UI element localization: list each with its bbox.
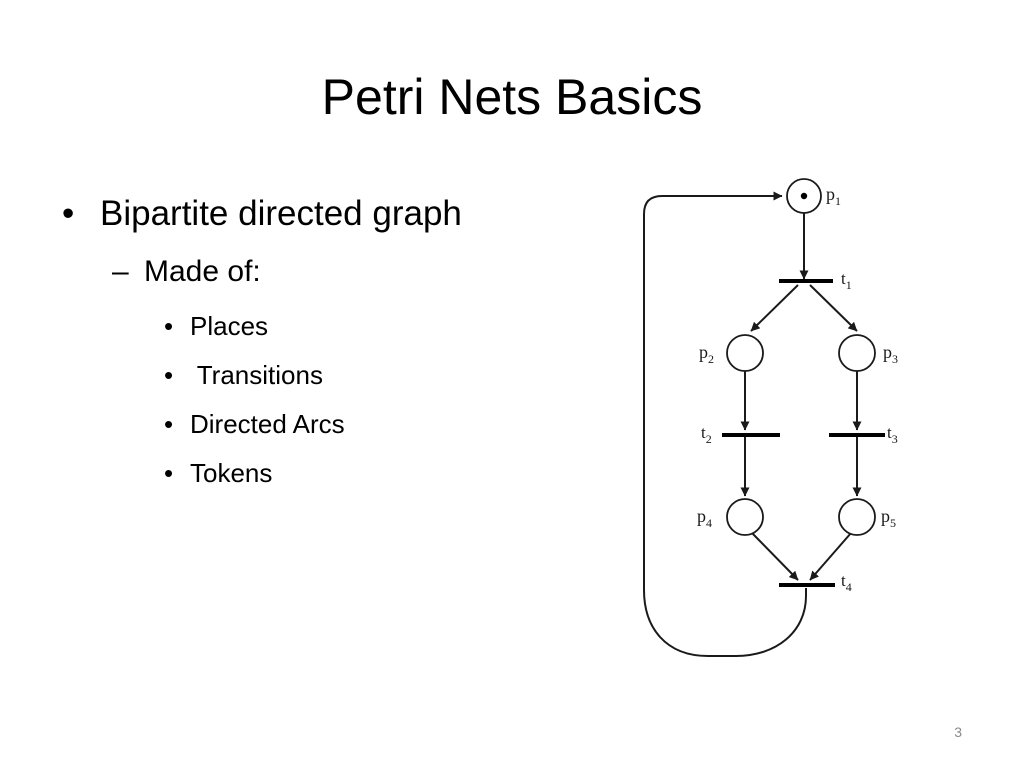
- place-label-p4: p4: [697, 506, 712, 530]
- arc-t1-p2: [750, 284, 799, 332]
- bullet-list: • Bipartite directed graph – Made of: • …: [62, 190, 582, 498]
- list-item: • Places: [164, 302, 582, 351]
- transition-t2: [722, 433, 780, 437]
- place-label-p5: p5: [881, 506, 896, 530]
- bullet-dot-icon: •: [62, 194, 75, 233]
- bullet-dot-icon: •: [164, 409, 174, 439]
- bullet-sub-text: Made of:: [144, 255, 261, 288]
- bullet-main: • Bipartite directed graph: [62, 190, 582, 238]
- bullet-dot-icon: •: [164, 360, 174, 390]
- place-p5: [838, 498, 876, 536]
- token: [800, 192, 808, 200]
- component-list: • Places • Transitions • Directed Arcs •…: [62, 302, 582, 498]
- place-p4: [726, 498, 764, 536]
- list-item: • Tokens: [164, 449, 582, 498]
- slide-title: Petri Nets Basics: [321, 69, 703, 125]
- list-item-text: Directed Arcs: [190, 409, 345, 439]
- bullet-dot-icon: •: [164, 311, 174, 341]
- arc-t4-p1: [643, 191, 807, 657]
- place-label-p3: p3: [883, 342, 898, 366]
- transition-t3: [829, 433, 885, 437]
- transition-t4: [779, 583, 835, 587]
- place-p3: [838, 334, 876, 372]
- transition-label-t2: t2: [701, 423, 712, 446]
- transition-label-t3: t3: [887, 423, 898, 446]
- list-item: • Directed Arcs: [164, 400, 582, 449]
- bullet-dot-icon: •: [164, 458, 174, 488]
- petri-net-diagram: p1 t1 p2 p3 t2 t3 p4 p5 t4: [643, 178, 898, 657]
- bullet-sub: – Made of:: [112, 250, 582, 294]
- place-p2: [726, 334, 764, 372]
- transition-label-t4: t4: [841, 571, 852, 594]
- place-label-p1: p1: [826, 184, 841, 208]
- list-item-text: Tokens: [190, 458, 273, 488]
- arc-p4-t4: [751, 532, 799, 581]
- list-item-text: Transitions: [190, 360, 323, 390]
- bullet-main-text: Bipartite directed graph: [100, 194, 462, 233]
- dash-marker: –: [112, 255, 129, 288]
- arc-p5-t4: [809, 532, 852, 581]
- arc-t1-p3: [809, 284, 858, 332]
- page-number: 3: [954, 724, 962, 740]
- transition-t1: [779, 279, 833, 283]
- list-item: • Transitions: [164, 351, 582, 400]
- list-item-text: Places: [190, 311, 269, 341]
- transition-label-t1: t1: [841, 269, 852, 292]
- place-label-p2: p2: [699, 342, 714, 366]
